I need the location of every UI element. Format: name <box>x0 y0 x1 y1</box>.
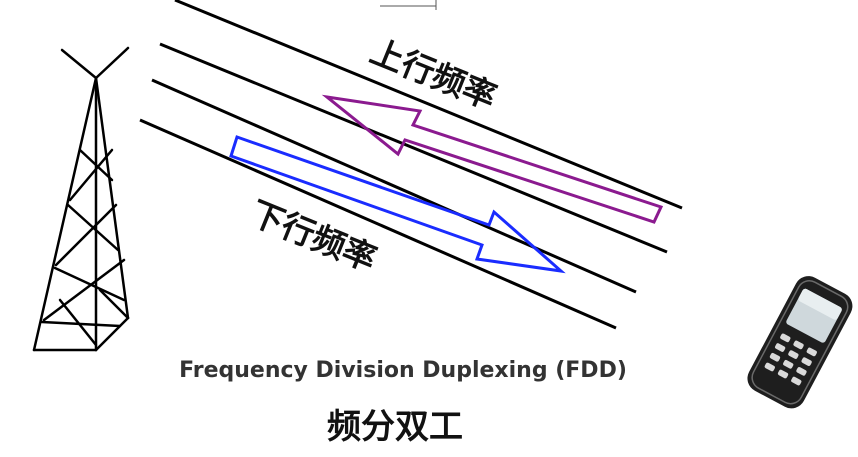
downlink-arrow <box>229 135 566 274</box>
mobile-phone-icon <box>747 276 853 409</box>
caption-english: Frequency Division Duplexing (FDD) <box>179 358 627 383</box>
line-2 <box>159 42 668 254</box>
caption-chinese: 频分双工 <box>327 407 463 447</box>
line-1 <box>174 0 683 210</box>
transmission-lines <box>139 0 683 330</box>
cell-tower-icon <box>32 46 130 352</box>
line-3 <box>151 78 637 294</box>
uplink-label: 上行频率 <box>365 31 502 117</box>
top-fragment <box>380 0 437 10</box>
uplink-arrow <box>321 94 664 224</box>
line-4 <box>139 118 617 330</box>
downlink-label: 下行频率 <box>245 193 382 279</box>
